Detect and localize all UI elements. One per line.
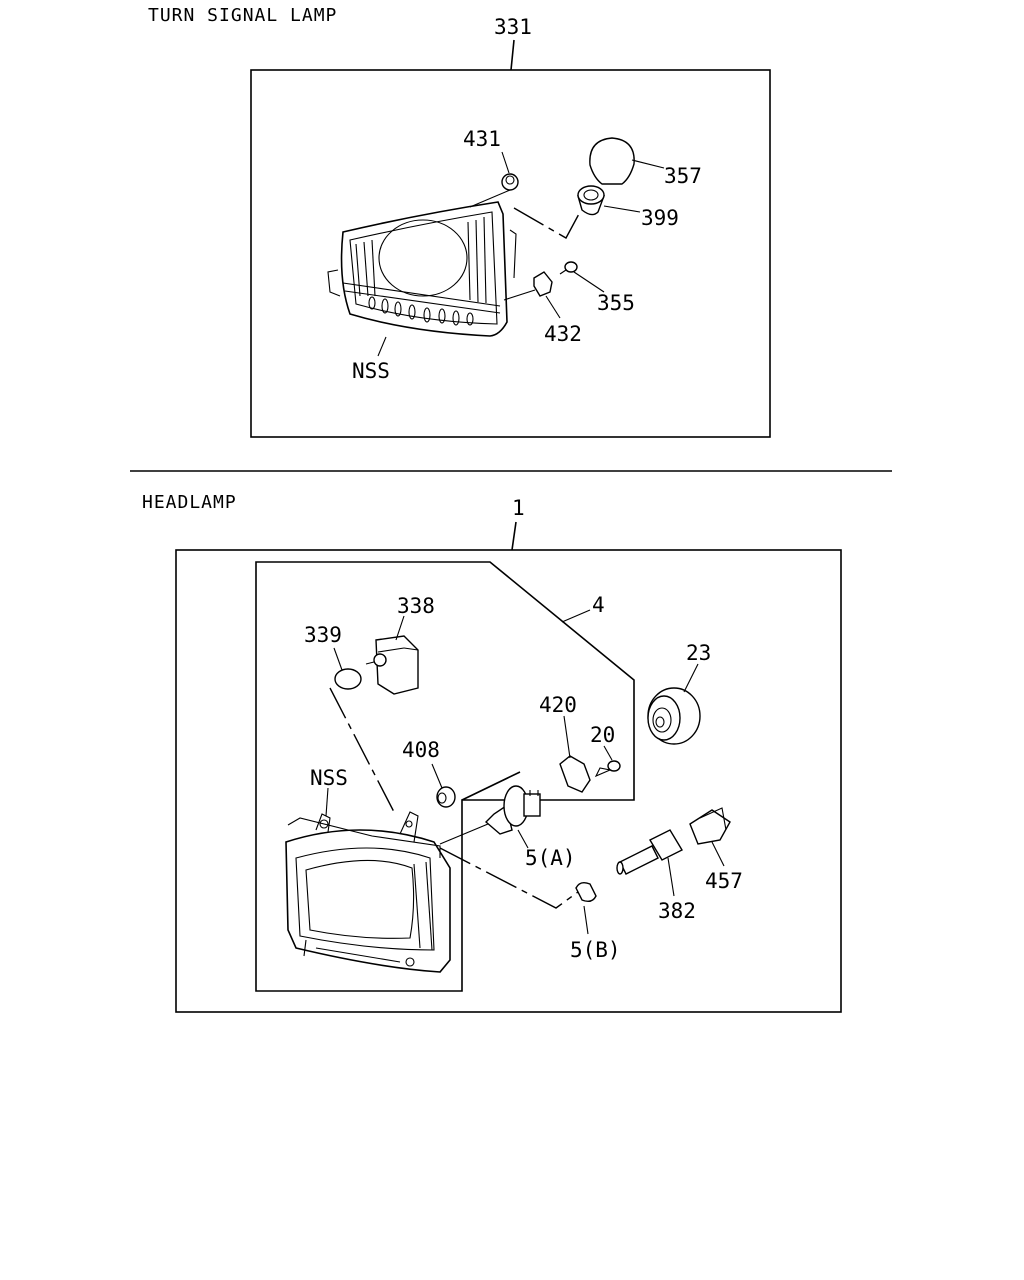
assembly-line-339 [329,687,395,813]
part-431-bushing [501,173,519,191]
assembly-331-leader [510,39,515,71]
part-399-socket [577,185,606,216]
housing-slot-pattern [368,296,474,326]
leader-5b [583,905,589,935]
part-420-clip [559,755,591,793]
leader-339 [333,647,343,671]
turn-signal-lamp-housing [327,189,536,337]
leader-5a [517,829,529,849]
part-457-clamp [689,807,731,845]
headlamp-housing [285,811,451,973]
assembly-1-label: 1 [512,496,525,520]
part-5b-bulb [575,881,597,903]
bulb-mount-line [461,771,521,801]
leader-431 [501,151,510,174]
callout-5a: 5(A) [525,846,576,870]
turn-signal-section: TURN SIGNAL LAMP 331 [148,5,771,438]
part-355-screw [559,261,578,275]
part-408-bushing [436,786,456,808]
headlamp-section: HEADLAMP 1 4 338 339 23 [142,492,842,1013]
callout-4: 4 [592,593,605,617]
part-357-bulb [589,137,635,185]
callout-408: 408 [402,738,440,762]
headlamp-title: HEADLAMP [142,492,237,513]
callout-420: 420 [539,693,577,717]
turn-signal-title: TURN SIGNAL LAMP [148,5,337,26]
leader-399 [603,205,641,213]
callout-339: 339 [304,623,342,647]
part-23-cap [647,687,701,745]
callout-399: 399 [641,206,679,230]
leader-4 [561,609,591,623]
part-382-holder [616,829,683,875]
leader-432 [545,295,561,319]
leader-420 [563,715,571,759]
subassembly-4-outline [255,561,635,992]
leader-457 [711,841,725,867]
callout-355: 355 [597,291,635,315]
leader-20 [603,745,613,761]
leader-nss-turn [377,336,387,357]
callout-23: 23 [686,641,711,665]
callout-nss-head: NSS [310,766,348,790]
leader-nss-head [325,787,329,817]
part-432-grommet [533,271,553,297]
assembly-line-399 [513,207,581,239]
leader-408 [431,763,443,789]
part-338-connector [365,635,419,695]
bulb-axis-line [439,823,489,845]
callout-nss-turn: NSS [352,359,390,383]
callout-431: 431 [463,127,501,151]
leader-355 [573,271,605,293]
leader-357 [631,159,665,169]
leader-23 [683,663,699,693]
callout-457: 457 [705,869,743,893]
assembly-line-5b [439,847,579,909]
leader-338 [395,615,405,641]
callout-5b: 5(B) [570,938,621,962]
part-339-oring [334,668,362,690]
assembly-1-leader [511,521,517,551]
callout-20: 20 [590,723,615,747]
headlamp-frame [175,549,842,1013]
part-5a-bulb [484,785,541,835]
assembly-331-label: 331 [494,15,532,39]
callout-357: 357 [664,164,702,188]
leader-382 [667,857,675,897]
part-20-screw [594,760,621,778]
turn-signal-frame [250,69,771,438]
callout-338: 338 [397,594,435,618]
callout-432: 432 [544,322,582,346]
callout-382: 382 [658,899,696,923]
